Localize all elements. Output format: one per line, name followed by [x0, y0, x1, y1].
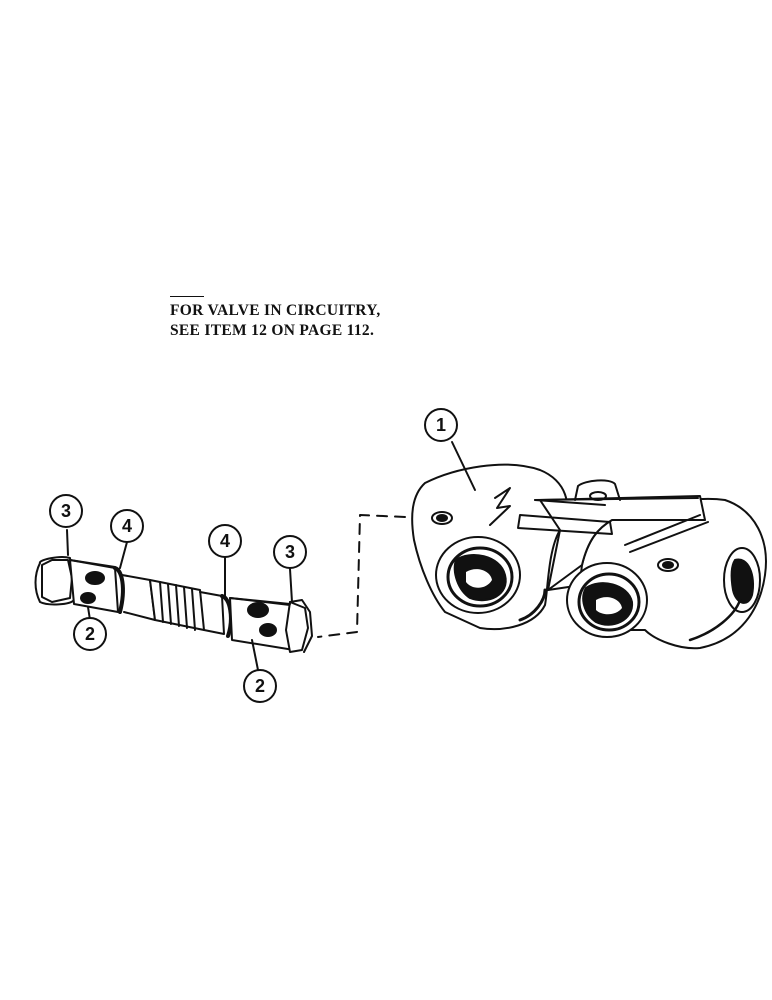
note-line-2: SEE ITEM 12 ON PAGE 112. [170, 322, 375, 339]
callout-2-left-label: 2 [85, 624, 95, 644]
callout-4-right-label: 4 [220, 531, 230, 551]
callout-3-right-label: 3 [285, 542, 295, 562]
valve-spool-assembly [34, 556, 313, 653]
note-line-1: FOR VALVE IN CIRCUITRY, [170, 302, 381, 319]
valve-body [411, 463, 767, 650]
alignment-line [317, 514, 406, 638]
callout-2-right-label: 2 [255, 676, 265, 696]
callout-4-left: 4 [110, 509, 144, 543]
reference-note: FOR VALVE IN CIRCUITRY, SEE ITEM 12 ON P… [170, 296, 430, 341]
callout-3-left: 3 [49, 494, 83, 528]
leader-3-left [66, 529, 69, 556]
callout-1: 1 [424, 408, 458, 442]
callout-1-label: 1 [436, 415, 446, 435]
callout-4-right: 4 [208, 524, 242, 558]
leader-3-right [289, 568, 293, 603]
callout-2-right: 2 [243, 669, 277, 703]
callout-3-left-label: 3 [61, 501, 71, 521]
leader-1 [451, 441, 476, 491]
callout-2-left: 2 [73, 617, 107, 651]
leader-2-right [251, 639, 259, 671]
leader-4-left [119, 541, 128, 569]
callout-3-right: 3 [273, 535, 307, 569]
callout-4-left-label: 4 [122, 516, 132, 536]
note-rule [170, 296, 204, 297]
